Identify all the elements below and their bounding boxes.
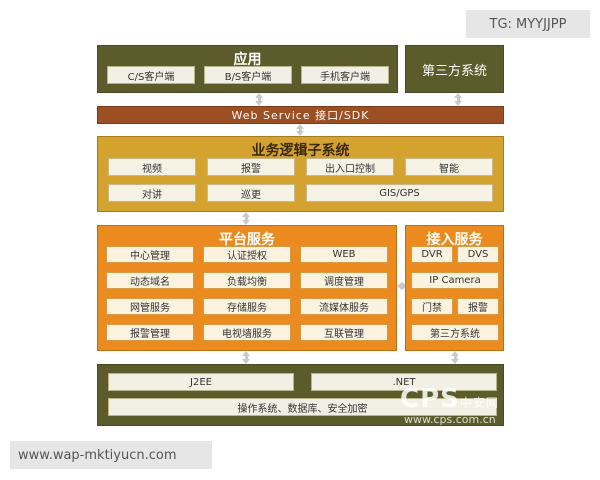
- access-door-label: 门禁: [422, 303, 442, 314]
- platform-cell-label: 网管服务: [130, 303, 170, 314]
- access-title: 接入服务: [426, 232, 483, 248]
- access-dvr-box: DVR: [411, 246, 453, 263]
- os-db-security-label: 操作系统、数据库、安全加密: [237, 403, 368, 415]
- platform-cell: 动态域名: [106, 272, 194, 289]
- business-smart-box: 智能: [405, 158, 493, 176]
- platform-cell-label: 存储服务: [227, 303, 267, 314]
- platform-title: 平台服务: [219, 232, 275, 248]
- application-title: 应用: [233, 52, 262, 68]
- platform-cell: 互联管理: [300, 324, 388, 341]
- mobile-client-label: 手机客户端: [320, 71, 370, 83]
- platform-cell: 调度管理: [300, 272, 388, 289]
- platform-cell: 中心管理: [106, 246, 194, 263]
- arrow-platform-access: [397, 282, 407, 290]
- arrow-access-base: [450, 351, 460, 364]
- platform-cell-label: 互联管理: [324, 329, 364, 340]
- platform-cell-label: 负载均衡: [227, 277, 267, 288]
- arrow-business-platform: [241, 212, 251, 225]
- access-alarm-label: 报警: [468, 303, 488, 314]
- bottom-tag-text: www.wap-mktiyucn.com: [18, 447, 177, 463]
- dotnet-label: .NET: [392, 376, 416, 388]
- platform-cell: 电视墙服务: [203, 324, 291, 341]
- third-party-top-label: 第三方系统: [421, 63, 487, 79]
- top-tag: TG: MYYJJPP: [466, 10, 590, 38]
- cs-client-box: C/S客户端: [107, 66, 195, 84]
- platform-cell: 流媒体服务: [300, 298, 388, 315]
- bs-client-label: B/S客户端: [224, 71, 272, 83]
- arrow-ws-business: [295, 124, 305, 136]
- business-intercom-label: 对讲: [142, 189, 162, 201]
- access-dvs-box: DVS: [457, 246, 499, 263]
- business-title: 业务逻辑子系统: [251, 143, 350, 159]
- access-third-party-label: 第三方系统: [430, 329, 480, 340]
- platform-cell-label: WEB: [332, 249, 356, 260]
- bottom-tag: www.wap-mktiyucn.com: [10, 441, 212, 469]
- platform-cell: 认证授权: [203, 246, 291, 263]
- business-video-box: 视频: [108, 158, 196, 176]
- access-dvs-label: DVS: [467, 249, 489, 260]
- access-dvr-label: DVR: [421, 249, 443, 260]
- platform-cell-label: 动态域名: [130, 277, 170, 288]
- platform-cell-label: 电视墙服务: [222, 329, 272, 340]
- access-alarm-box: 报警: [457, 298, 499, 315]
- cps-logo-text: CPS: [400, 384, 460, 414]
- business-alarm-label: 报警: [241, 163, 261, 175]
- j2ee-box: J2EE: [108, 373, 294, 391]
- business-access-control-box: 出入口控制: [306, 158, 394, 176]
- platform-cell: 报警管理: [106, 324, 194, 341]
- access-ipcamera-box: IP Camera: [411, 272, 499, 289]
- business-gis-label: GIS/GPS: [379, 187, 420, 199]
- platform-cell-label: 报警管理: [130, 329, 170, 340]
- webservice-bar: Web Service 接口/SDK: [97, 106, 504, 124]
- cs-client-label: C/S客户端: [127, 71, 175, 83]
- platform-cell: 存储服务: [203, 298, 291, 315]
- business-access-control-label: 出入口控制: [325, 163, 375, 175]
- j2ee-label: J2EE: [190, 376, 212, 388]
- bs-client-box: B/S客户端: [204, 66, 292, 84]
- arrow-platform-base: [241, 351, 251, 364]
- platform-cell-label: 认证授权: [227, 251, 267, 262]
- third-party-top-box: 第三方系统: [405, 45, 504, 93]
- business-patrol-label: 巡更: [241, 189, 261, 201]
- os-db-security-box: 操作系统、数据库、安全加密: [108, 398, 497, 416]
- business-alarm-box: 报警: [207, 158, 295, 176]
- arrow-third-ws: [453, 93, 463, 106]
- webservice-label: Web Service 接口/SDK: [231, 109, 370, 122]
- business-smart-label: 智能: [439, 163, 459, 175]
- cps-watermark-url: www.cps.com.cn: [404, 413, 496, 426]
- platform-cell-label: 调度管理: [324, 277, 364, 288]
- cps-logo-cn: 中安网: [459, 396, 499, 410]
- access-third-party-box: 第三方系统: [411, 324, 499, 341]
- business-gis-box: GIS/GPS: [306, 184, 493, 202]
- platform-cell-label: 流媒体服务: [319, 303, 369, 314]
- mobile-client-box: 手机客户端: [301, 66, 389, 84]
- business-video-label: 视频: [142, 163, 162, 175]
- platform-cell-label: 中心管理: [130, 251, 170, 262]
- platform-cell: 负载均衡: [203, 272, 291, 289]
- business-intercom-box: 对讲: [108, 184, 196, 202]
- platform-cell: 网管服务: [106, 298, 194, 315]
- access-door-box: 门禁: [411, 298, 453, 315]
- cps-watermark-logo: CPS中安网: [400, 384, 499, 414]
- platform-cell: WEB: [300, 246, 388, 263]
- top-tag-text: TG: MYYJJPP: [489, 16, 567, 32]
- dotnet-box: .NET: [311, 373, 497, 391]
- arrow-app-ws: [254, 93, 264, 106]
- business-patrol-box: 巡更: [207, 184, 295, 202]
- access-ipcamera-label: IP Camera: [429, 275, 481, 286]
